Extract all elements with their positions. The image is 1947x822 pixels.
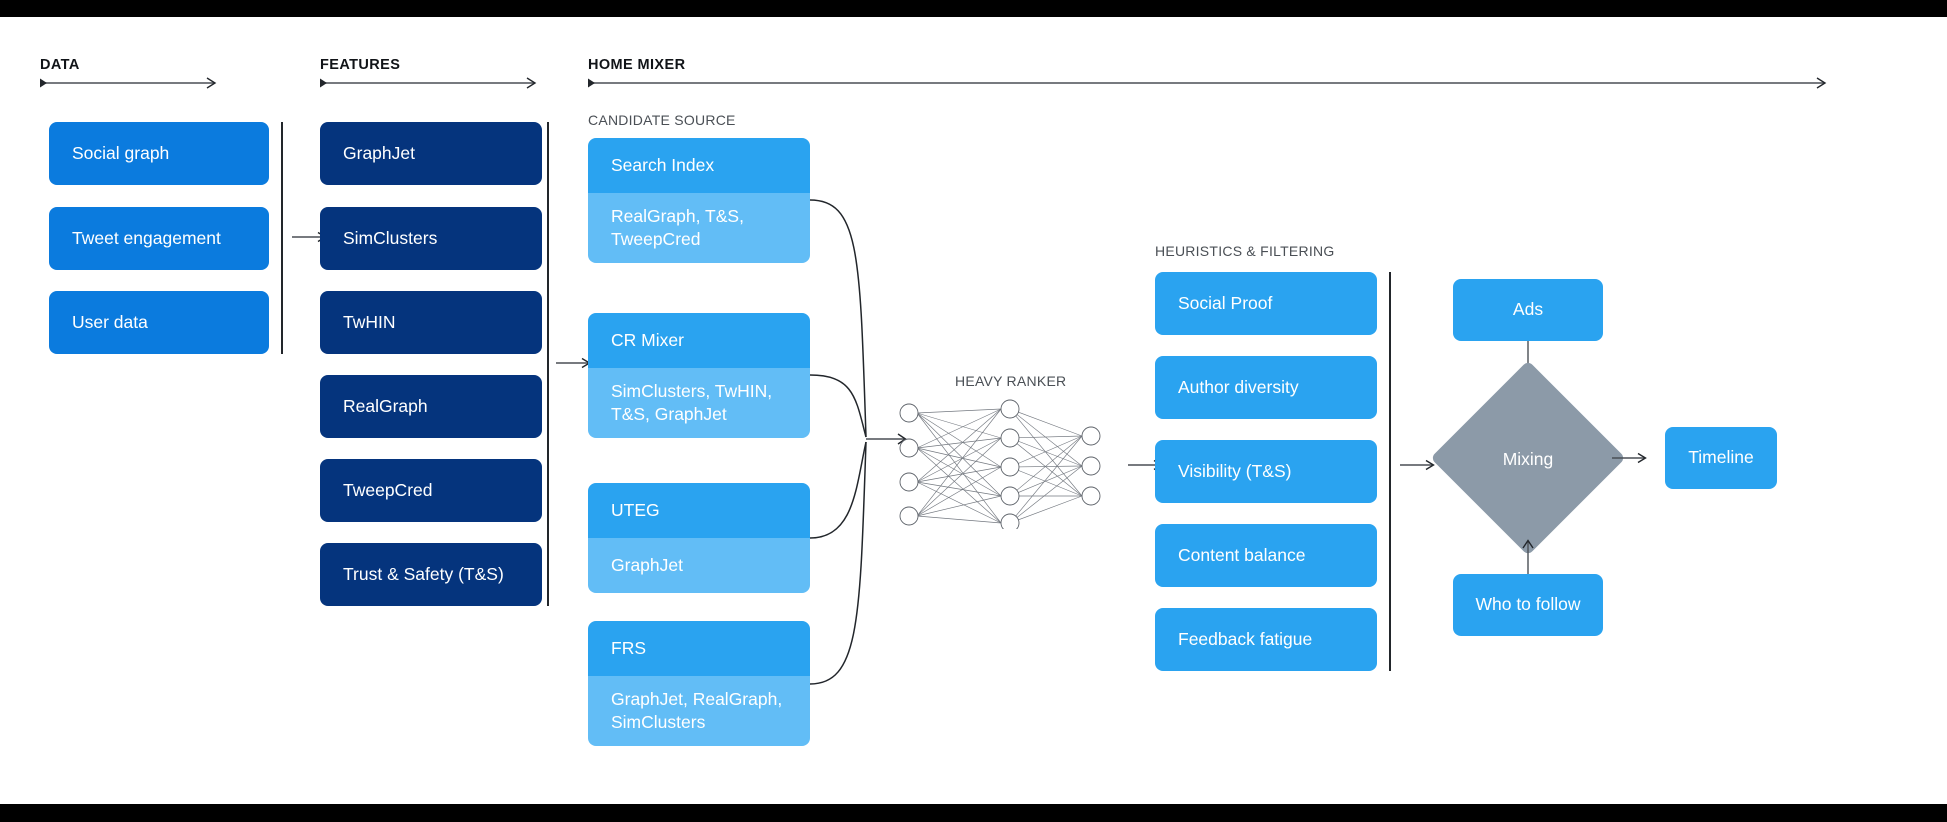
- candidate-source-title: CR Mixer: [588, 313, 810, 368]
- heuristics-card-label: Feedback fatigue: [1178, 628, 1313, 649]
- candidate-source-title: UTEG: [588, 483, 810, 538]
- heavy-ranker-neural-network: [896, 399, 1112, 529]
- heuristics-card-label: Visibility (T&S): [1178, 460, 1292, 481]
- feature-card-trust-safety[interactable]: Trust & Safety (T&S): [320, 543, 542, 606]
- candidate-source-title: FRS: [588, 621, 810, 676]
- arrow-mixing-to-timeline: [1612, 452, 1650, 464]
- heuristics-card-social-proof[interactable]: Social Proof: [1155, 272, 1377, 335]
- candidate-source-card-search-index[interactable]: Search Index RealGraph, T&S, TweepCred: [588, 138, 810, 263]
- feature-card-label: RealGraph: [343, 395, 428, 416]
- data-card-user-data[interactable]: User data: [49, 291, 269, 354]
- feature-card-graphjet[interactable]: GraphJet: [320, 122, 542, 185]
- feature-card-label: SimClusters: [343, 227, 438, 248]
- candidate-source-card-uteg[interactable]: UTEG GraphJet: [588, 483, 810, 593]
- data-card-label: User data: [72, 311, 148, 332]
- section-header-data: DATA: [40, 57, 80, 73]
- output-card-timeline[interactable]: Timeline: [1665, 427, 1777, 489]
- feature-card-label: Trust & Safety (T&S): [343, 563, 504, 584]
- section-header-candidate-source: CANDIDATE SOURCE: [588, 112, 736, 128]
- flow-arrow-data: [40, 77, 220, 89]
- arrow-who-to-follow-to-mixing: [1520, 537, 1536, 575]
- heuristics-card-visibility[interactable]: Visibility (T&S): [1155, 440, 1377, 503]
- divider-heuristics-output: [1389, 272, 1391, 671]
- feature-card-twhin[interactable]: TwHIN: [320, 291, 542, 354]
- heuristics-card-label: Social Proof: [1178, 292, 1273, 313]
- data-card-tweet-engagement[interactable]: Tweet engagement: [49, 207, 269, 270]
- flow-arrow-home-mixer: [588, 77, 1830, 89]
- heuristics-card-author-diversity[interactable]: Author diversity: [1155, 356, 1377, 419]
- section-header-heavy-ranker: HEAVY RANKER: [955, 373, 1067, 389]
- data-card-label: Social graph: [72, 142, 170, 163]
- arrow-heuristics-to-mixing: [1400, 459, 1438, 471]
- section-header-heuristics: HEURISTICS & FILTERING: [1155, 243, 1335, 259]
- data-card-social-graph[interactable]: Social graph: [49, 122, 269, 185]
- output-card-who-to-follow[interactable]: Who to follow: [1453, 574, 1603, 636]
- diagram-canvas: DATA FEATURES HOME MIXER: [0, 17, 1947, 804]
- heuristics-card-content-balance[interactable]: Content balance: [1155, 524, 1377, 587]
- candidate-source-features: GraphJet: [588, 538, 810, 593]
- mixing-label: Mixing: [1502, 449, 1554, 469]
- feature-card-tweepcred[interactable]: TweepCred: [320, 459, 542, 522]
- flow-arrow-features: [320, 77, 540, 89]
- data-card-label: Tweet engagement: [72, 227, 221, 248]
- candidate-source-features: GraphJet, RealGraph, SimClusters: [588, 676, 810, 746]
- candidate-source-title: Search Index: [588, 138, 810, 193]
- feature-card-simclusters[interactable]: SimClusters: [320, 207, 542, 270]
- feature-card-label: GraphJet: [343, 142, 415, 163]
- heuristics-card-feedback-fatigue[interactable]: Feedback fatigue: [1155, 608, 1377, 671]
- candidate-source-connectors: [808, 137, 918, 747]
- candidate-source-features: RealGraph, T&S, TweepCred: [588, 193, 810, 263]
- heuristics-card-label: Author diversity: [1178, 376, 1299, 397]
- divider-features-mixer: [547, 122, 549, 606]
- candidate-source-features: SimClusters, TwHIN, T&S, GraphJet: [588, 368, 810, 438]
- section-header-features: FEATURES: [320, 57, 401, 73]
- output-card-label: Who to follow: [1475, 594, 1581, 615]
- candidate-source-card-frs[interactable]: FRS GraphJet, RealGraph, SimClusters: [588, 621, 810, 746]
- output-card-ads[interactable]: Ads: [1453, 279, 1603, 341]
- feature-card-label: TweepCred: [343, 479, 433, 500]
- feature-card-realgraph[interactable]: RealGraph: [320, 375, 542, 438]
- heuristics-card-label: Content balance: [1178, 544, 1306, 565]
- feature-card-label: TwHIN: [343, 311, 396, 332]
- output-card-label: Timeline: [1688, 447, 1754, 468]
- section-header-home-mixer: HOME MIXER: [588, 57, 686, 73]
- divider-data-features: [281, 122, 283, 354]
- candidate-source-card-cr-mixer[interactable]: CR Mixer SimClusters, TwHIN, T&S, GraphJ…: [588, 313, 810, 438]
- output-card-label: Ads: [1512, 299, 1544, 320]
